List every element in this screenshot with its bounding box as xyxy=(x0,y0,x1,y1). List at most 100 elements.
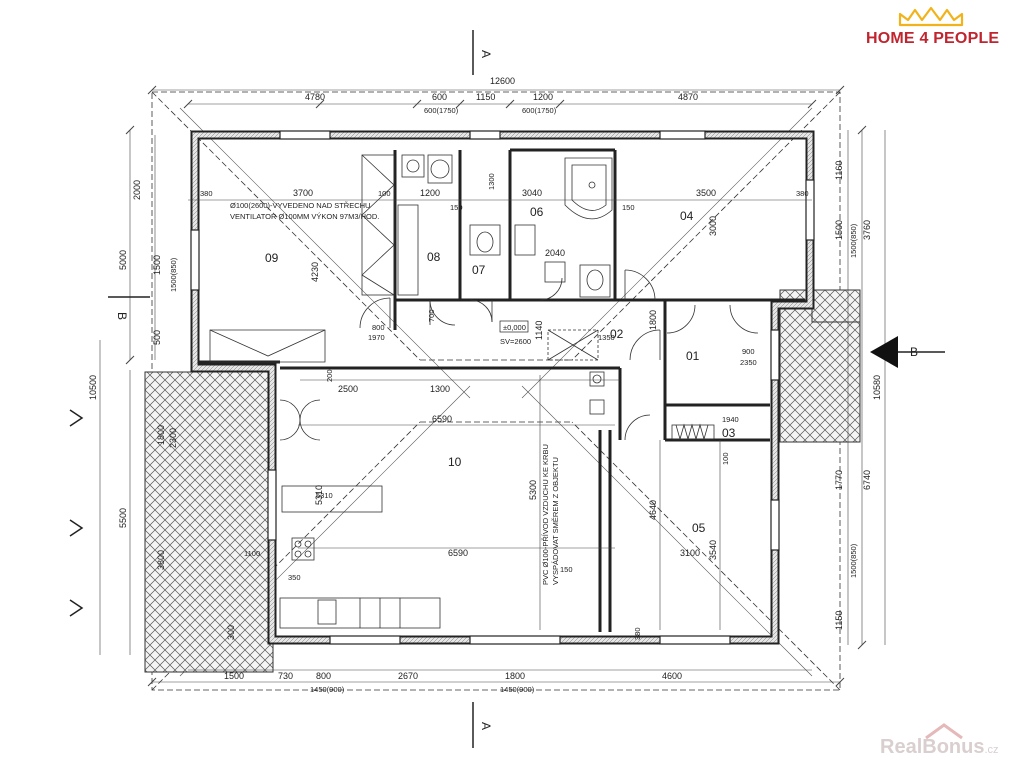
dim-int-7: 3540 xyxy=(708,540,718,560)
dim-int-9: 3000 xyxy=(708,216,718,236)
dim-right-6: 1770 xyxy=(834,470,844,490)
dim-int-27: 1350 xyxy=(598,333,615,342)
dim-int-18: 800 xyxy=(372,323,385,332)
section-marks xyxy=(69,30,945,748)
dim-int-16: 900 xyxy=(742,347,755,356)
watermark: RealBonus.cz xyxy=(880,736,999,759)
dim-left-4: 1500(850) xyxy=(169,257,178,292)
dim-int-25: 1100 xyxy=(244,549,260,558)
dim-inner-10: 1300 xyxy=(487,173,496,190)
note-vent: Ø100(2600)-VYVEDENO NAD STŘECHU xyxy=(230,201,370,210)
dim-top-total: 12600 xyxy=(490,76,515,86)
terrace-left xyxy=(144,371,274,673)
dim-left-11: 300 xyxy=(226,625,236,640)
dim-left-6: 10500 xyxy=(88,375,98,400)
dim-inner-4: 3500 xyxy=(696,188,716,198)
dim-bottom-5: 1800 xyxy=(505,671,525,681)
dim-bottom-2: 730 xyxy=(278,671,293,681)
note-pvc-2: VYSPÁDOVAT SMĚREM Z OBJEKTU xyxy=(551,457,560,585)
watermark-text: RealBonus xyxy=(880,736,985,758)
dim-right-9: 1150 xyxy=(834,611,844,630)
dim-int-13: 1800 xyxy=(648,310,658,330)
dimension-ticks xyxy=(125,85,867,687)
room-10: 10 xyxy=(448,455,462,469)
dim-top-6: 600(1750) xyxy=(424,106,459,115)
note-vent-2: VENTILATOR Ø100MM VÝKON 97M3/HOD. xyxy=(230,212,379,221)
section-b-right: B xyxy=(910,345,918,359)
section-a-top: A xyxy=(479,50,493,58)
dim-top-7: 600(1750) xyxy=(522,106,557,115)
dim-left-5: 500 xyxy=(152,330,162,345)
dim-int-10: 2500 xyxy=(338,384,358,394)
dim-top-1: 4780 xyxy=(305,92,325,102)
watermark-suffix: .cz xyxy=(984,744,999,756)
dim-top-2: 600 xyxy=(432,92,447,102)
dim-inner-3: 3040 xyxy=(522,188,542,198)
dim-left-8: 2300 xyxy=(168,428,178,448)
room-06: 06 xyxy=(530,205,544,219)
section-a-bottom: A xyxy=(479,722,493,730)
room-04: 04 xyxy=(680,209,694,223)
dim-inner-8: 150 xyxy=(622,203,635,212)
dim-top-3: 1150 xyxy=(476,92,495,102)
dim-int-4: 5310 xyxy=(314,485,324,505)
dim-int-26: 350 xyxy=(288,573,301,582)
dim-int-11: 1300 xyxy=(430,384,450,394)
dim-bottom-6: 4600 xyxy=(662,671,682,681)
room-03: 03 xyxy=(722,426,736,440)
crown-icon xyxy=(898,6,964,27)
room-09: 09 xyxy=(265,251,279,265)
dim-left-2: 5000 xyxy=(118,250,128,270)
level-box xyxy=(499,320,529,333)
dim-int-19: 700 xyxy=(427,309,436,322)
note-pvc-1: PVC Ø100-PŘÍVOD VZDUCHU KE KRBU xyxy=(541,444,550,585)
dim-right-7: 6740 xyxy=(862,470,872,490)
dim-left-7: 1800 xyxy=(156,425,166,445)
outer-walls xyxy=(190,130,815,645)
dim-bottom-1: 1500 xyxy=(224,671,244,681)
dim-int-5: 5300 xyxy=(528,480,538,500)
dim-left-10: 3800 xyxy=(156,550,166,570)
note-level: ±0,000 xyxy=(503,323,526,332)
dim-right-5: 10580 xyxy=(872,375,882,400)
room-02: 02 xyxy=(610,327,624,341)
dim-inner-11: 2040 xyxy=(545,248,565,258)
dim-int-2: 6590 xyxy=(432,414,452,424)
dimension-lines xyxy=(99,89,886,683)
room-01: 01 xyxy=(686,349,700,363)
section-arrow-b xyxy=(870,336,898,368)
dim-inner-5: 380 xyxy=(200,189,213,198)
dim-int-6: 4640 xyxy=(648,500,658,520)
terrace-right-step xyxy=(811,289,861,323)
dim-int-17: 1970 xyxy=(368,333,385,342)
dim-top-5: 4870 xyxy=(678,92,698,102)
room-05: 05 xyxy=(692,521,706,535)
dim-right-8: 1500(850) xyxy=(849,543,858,578)
dim-bottom-3: 800 xyxy=(316,671,331,681)
dim-int-8: 3100 xyxy=(680,548,700,558)
dim-int-20: 200 xyxy=(325,369,334,382)
roof-icon xyxy=(925,723,963,740)
dim-int-24: 5310 xyxy=(316,491,333,500)
dim-int-14: 1940 xyxy=(722,415,739,424)
section-b-left: B xyxy=(115,312,129,320)
room-07: 07 xyxy=(472,263,486,277)
brand-logo: HOME 4 PEOPLE xyxy=(866,6,1016,50)
dim-int-22: 100 xyxy=(721,452,730,465)
dim-left-1: 2000 xyxy=(132,180,142,200)
dim-int-23: 380 xyxy=(633,627,642,640)
dim-right-4: 3760 xyxy=(862,220,872,240)
dim-int-1: 4230 xyxy=(310,262,320,282)
doors xyxy=(279,269,759,441)
dim-left-3: 1500 xyxy=(152,255,162,275)
dim-inner-7: 150 xyxy=(450,203,463,212)
dim-bottom-4: 2670 xyxy=(398,671,418,681)
dim-right-1: 1160 xyxy=(834,161,844,180)
dim-int-3: 6590 xyxy=(448,548,468,558)
note-sv: SV=2600 xyxy=(500,337,531,346)
dim-right-3: 1500(850) xyxy=(849,223,858,258)
room-08: 08 xyxy=(427,250,441,264)
dim-top-4: 1200 xyxy=(533,92,553,102)
dim-right-2: 1500 xyxy=(834,220,844,240)
dim-int-21: 150 xyxy=(560,565,573,574)
